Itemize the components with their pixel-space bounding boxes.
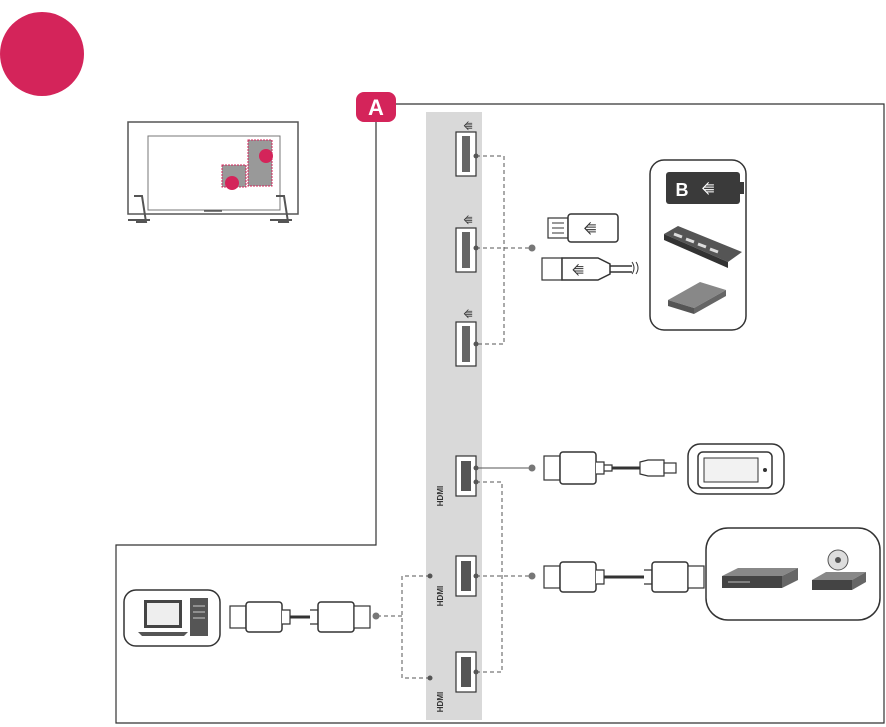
hdmi-label: HDMI (436, 486, 445, 506)
hdmi-dot (474, 480, 479, 485)
step-marker (0, 12, 84, 96)
hdmi-dot (474, 670, 479, 675)
usb-symbol-icon: ⭅ (584, 221, 597, 237)
pc-group (124, 590, 220, 646)
hdmi-micro-cable (544, 452, 676, 484)
usb-symbol-icon: ⭅ (572, 263, 584, 278)
hdmi-label: HDMI (436, 586, 445, 606)
usb-flash-drive: ⭅ (548, 214, 618, 242)
callout-badge: A (356, 92, 396, 122)
hdmi-dot (474, 466, 479, 471)
tv-overview (128, 122, 298, 222)
usb-hdd: B ⭅ (666, 172, 744, 204)
usb-icon: ⭅ (464, 215, 473, 227)
hdmi-dot (529, 465, 536, 472)
hdmi-dot (428, 676, 433, 681)
player-devices-group (706, 528, 880, 620)
tv-marker-a (259, 149, 273, 163)
usb-devices-group: B ⭅ (650, 160, 746, 330)
usb-symbol-icon: ⭅ (702, 181, 715, 197)
hdmi-cable-pc (230, 602, 370, 632)
usb-port-dot (474, 342, 479, 347)
pc (190, 598, 208, 636)
usb-junction-dot (529, 245, 536, 252)
usb-icon: ⭅ (464, 309, 473, 321)
usb-port-dot (474, 154, 479, 159)
tv-port-area-top (248, 140, 272, 186)
tablet-group (688, 444, 784, 494)
hdmi-cable-player (544, 562, 704, 592)
hdmi-bracket-left (378, 576, 430, 678)
usb-bracket (476, 156, 530, 344)
port-panel (426, 112, 482, 720)
tv-marker-b (225, 176, 239, 190)
hdmi-bracket-right (476, 482, 530, 672)
usb-icon: ⭅ (464, 121, 473, 133)
hdmi-dot (529, 573, 536, 580)
hdmi-dot (373, 613, 380, 620)
storage-badge: B (676, 180, 689, 200)
hdmi-dot (474, 574, 479, 579)
hdmi-dot (428, 574, 433, 579)
usb-cable: ⭅ (542, 258, 638, 280)
blu-ray-player (722, 568, 798, 588)
usb-port-dot (474, 246, 479, 251)
callout-letter: A (368, 95, 384, 120)
hdmi-label: HDMI (436, 692, 445, 712)
